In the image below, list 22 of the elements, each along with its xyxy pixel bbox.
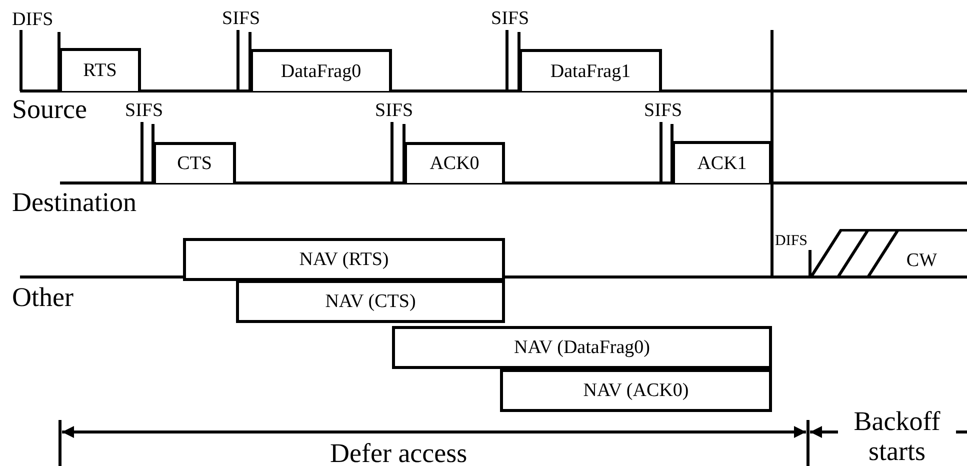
frame-label: ACK0	[430, 153, 480, 175]
nav-box	[392, 326, 772, 369]
frame-label: NAV (ACK0)	[583, 380, 689, 402]
frame-box	[672, 141, 772, 183]
frame-label: RTS	[83, 60, 117, 82]
frame-box	[250, 49, 392, 91]
nav-box	[183, 238, 505, 281]
frame-box	[153, 142, 236, 183]
frame-label: CW	[906, 250, 937, 272]
frame-label: NAV (RTS)	[299, 248, 389, 270]
nav-box	[236, 280, 505, 323]
frame-label: ACK1	[697, 152, 747, 174]
frame-label: NAV (DataFrag0)	[514, 336, 650, 358]
frame-label: DataFrag1	[550, 60, 631, 82]
contention-window-shape	[810, 229, 967, 277]
frame-box	[519, 49, 662, 91]
frame-label: CTS	[177, 153, 212, 175]
nav-box	[500, 369, 772, 412]
frame-label: NAV (CTS)	[325, 290, 416, 312]
frame-box	[404, 142, 505, 183]
frame-label: DataFrag0	[280, 60, 362, 82]
frame-box	[59, 48, 141, 91]
